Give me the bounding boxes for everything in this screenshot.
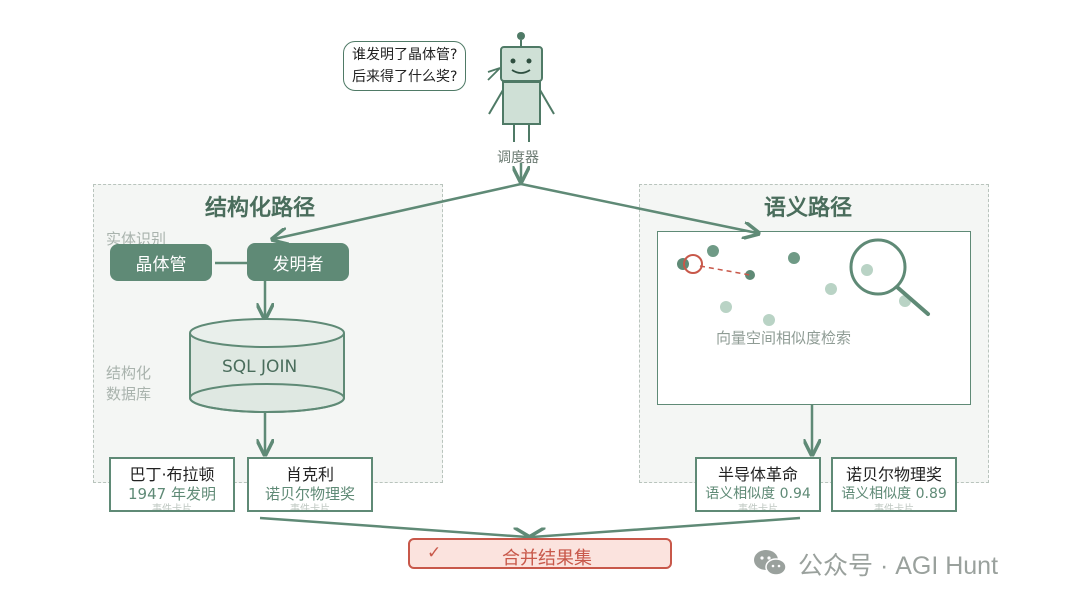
vector-search-caption: 向量空间相似度检索 <box>716 329 852 347</box>
merge-results-label: 合并结果集 <box>502 548 592 569</box>
entity-inventor: 发明者 <box>247 243 349 281</box>
entity-recognition-label: 实体识别 <box>106 230 167 248</box>
branch-right-arrow <box>520 182 757 233</box>
check-icon: ✓ <box>427 543 442 563</box>
entity-transistor: 晶体管 <box>110 244 212 281</box>
structured-db-label-line1: 结构化 <box>106 364 152 382</box>
question-line1: 谁发明了晶体管? <box>352 47 458 63</box>
database-cylinder <box>189 318 345 413</box>
event-card-detail: 1947 年发明 <box>128 485 216 503</box>
question-bubble: 谁发明了晶体管? 后来得了什么奖? <box>343 41 467 91</box>
sql-join-text: SQL JOIN <box>222 357 298 377</box>
vector-space-box <box>657 231 971 405</box>
merge-right-arrow <box>532 516 801 537</box>
robot-icon <box>488 32 555 142</box>
event-card-tag: 事件卡片 <box>874 504 914 512</box>
speech-bubble-tail <box>487 67 501 81</box>
event-card-detail: 语义相似度 0.89 <box>841 486 947 502</box>
event-card-title: 巴丁·布拉顿 <box>129 465 215 484</box>
merge-left-arrow <box>259 516 527 537</box>
dispatcher-label: 调度器 <box>497 150 539 166</box>
event-card: 肖克利 诺贝尔物理奖 事件卡片 <box>247 457 373 512</box>
merge-results-box: ✓ 合并结果集 <box>408 538 672 569</box>
branch-left-arrow <box>274 182 522 239</box>
watermark-text: 公众号 · AGI Hunt <box>798 552 999 580</box>
event-card-detail: 语义相似度 0.94 <box>705 486 811 502</box>
event-card-title: 肖克利 <box>285 465 334 484</box>
event-card-tag: 事件卡片 <box>290 504 330 512</box>
event-card-detail: 诺贝尔物理奖 <box>264 485 355 503</box>
event-card-title: 半导体革命 <box>717 465 798 484</box>
vector-points <box>677 245 911 326</box>
event-card-title: 诺贝尔物理奖 <box>845 465 942 484</box>
event-card: 诺贝尔物理奖 语义相似度 0.89 事件卡片 <box>831 457 957 512</box>
semantic-path-title: 语义路径 <box>764 196 853 221</box>
magnifier-icon <box>849 238 930 316</box>
event-card: 巴丁·布拉顿 1947 年发明 事件卡片 <box>109 457 235 512</box>
event-card-tag: 事件卡片 <box>738 504 778 512</box>
structured-db-label: 结构化 数据库 <box>106 363 151 405</box>
structured-db-label-line2: 数据库 <box>106 385 152 403</box>
event-card: 半导体革命 语义相似度 0.94 事件卡片 <box>695 457 821 512</box>
wechat-icon <box>754 550 787 576</box>
structured-path-title: 结构化路径 <box>205 196 316 221</box>
event-card-tag: 事件卡片 <box>152 504 192 512</box>
question-line2: 后来得了什么奖? <box>352 69 458 85</box>
